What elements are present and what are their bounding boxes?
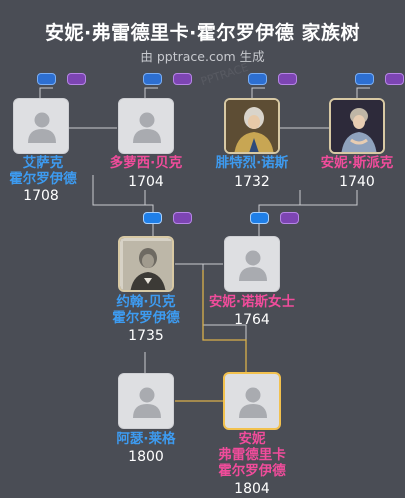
- person-name-p2[interactable]: 多萝西·贝克: [109, 155, 183, 171]
- mother-link-button-p3[interactable]: [278, 73, 297, 85]
- page-subtitle: 由 pptrace.com 生成: [140, 49, 265, 64]
- person-card-p2[interactable]: [118, 98, 174, 154]
- connector-p1-up: [39, 87, 53, 100]
- father-link-button-p3[interactable]: [248, 73, 267, 85]
- person-year-p1: 1708: [23, 188, 59, 204]
- person-name-p6[interactable]: 安妮·诺斯女士: [208, 294, 296, 310]
- person-year-p7: 1800: [128, 449, 164, 465]
- person-year-p8: 1804: [234, 481, 270, 497]
- mother-link-button-p4[interactable]: [385, 73, 404, 85]
- father-link-button-p5[interactable]: [143, 212, 162, 224]
- mother-link-button-p2[interactable]: [173, 73, 192, 85]
- person-card-p1[interactable]: [13, 98, 69, 154]
- highlight-p6-p8: [202, 270, 247, 372]
- connector-p4-up: [356, 87, 370, 100]
- connector-p4-to-child: [258, 190, 358, 212]
- connector-p1-to-child: [92, 175, 154, 212]
- connector-p2-up: [144, 87, 158, 100]
- person-year-p4: 1740: [339, 174, 375, 190]
- person-card-p6[interactable]: [224, 236, 280, 292]
- person-name-p1[interactable]: 艾萨克霍尔罗伊德: [9, 155, 77, 187]
- mother-link-button-p5[interactable]: [173, 212, 192, 224]
- user-placeholder-icon: [133, 112, 161, 143]
- person-card-p5[interactable]: [118, 236, 174, 292]
- page-title: 安妮·弗雷德里卡·霍尔罗伊德 家族树: [44, 22, 361, 44]
- person-name-p7[interactable]: 阿瑟·莱格: [116, 431, 176, 447]
- mother-link-button-p6[interactable]: [280, 212, 299, 224]
- person-name-p8[interactable]: 安妮弗雷德里卡霍尔罗伊德: [218, 431, 286, 479]
- user-placeholder-icon: [239, 250, 267, 281]
- user-placeholder-icon: [28, 112, 56, 143]
- father-link-button-p6[interactable]: [250, 212, 269, 224]
- father-link-button-p4[interactable]: [355, 73, 374, 85]
- person-name-p4[interactable]: 安妮·斯派克: [320, 155, 394, 171]
- father-link-button-p1[interactable]: [37, 73, 56, 85]
- mother-link-button-p1[interactable]: [67, 73, 86, 85]
- person-card-p4[interactable]: [329, 98, 385, 154]
- person-card-p8-selected[interactable]: [223, 372, 281, 430]
- person-year-p6: 1764: [234, 312, 270, 328]
- person-year-p3: 1732: [234, 174, 270, 190]
- connector-p3-up: [251, 87, 265, 100]
- person-card-p7[interactable]: [118, 373, 174, 429]
- user-placeholder-icon: [133, 387, 161, 418]
- portrait-photo-icon: [331, 100, 383, 152]
- person-card-p3[interactable]: [224, 98, 280, 154]
- user-placeholder-icon: [239, 387, 267, 418]
- person-name-p5[interactable]: 约翰·贝克霍尔罗伊德: [112, 294, 180, 326]
- father-link-button-p2[interactable]: [143, 73, 162, 85]
- portrait-photo-icon: [120, 238, 172, 290]
- person-year-p2: 1704: [128, 174, 164, 190]
- person-year-p5: 1735: [128, 328, 164, 344]
- person-name-p3[interactable]: 腓特烈·诺斯: [215, 155, 289, 171]
- portrait-photo-icon: [226, 100, 278, 152]
